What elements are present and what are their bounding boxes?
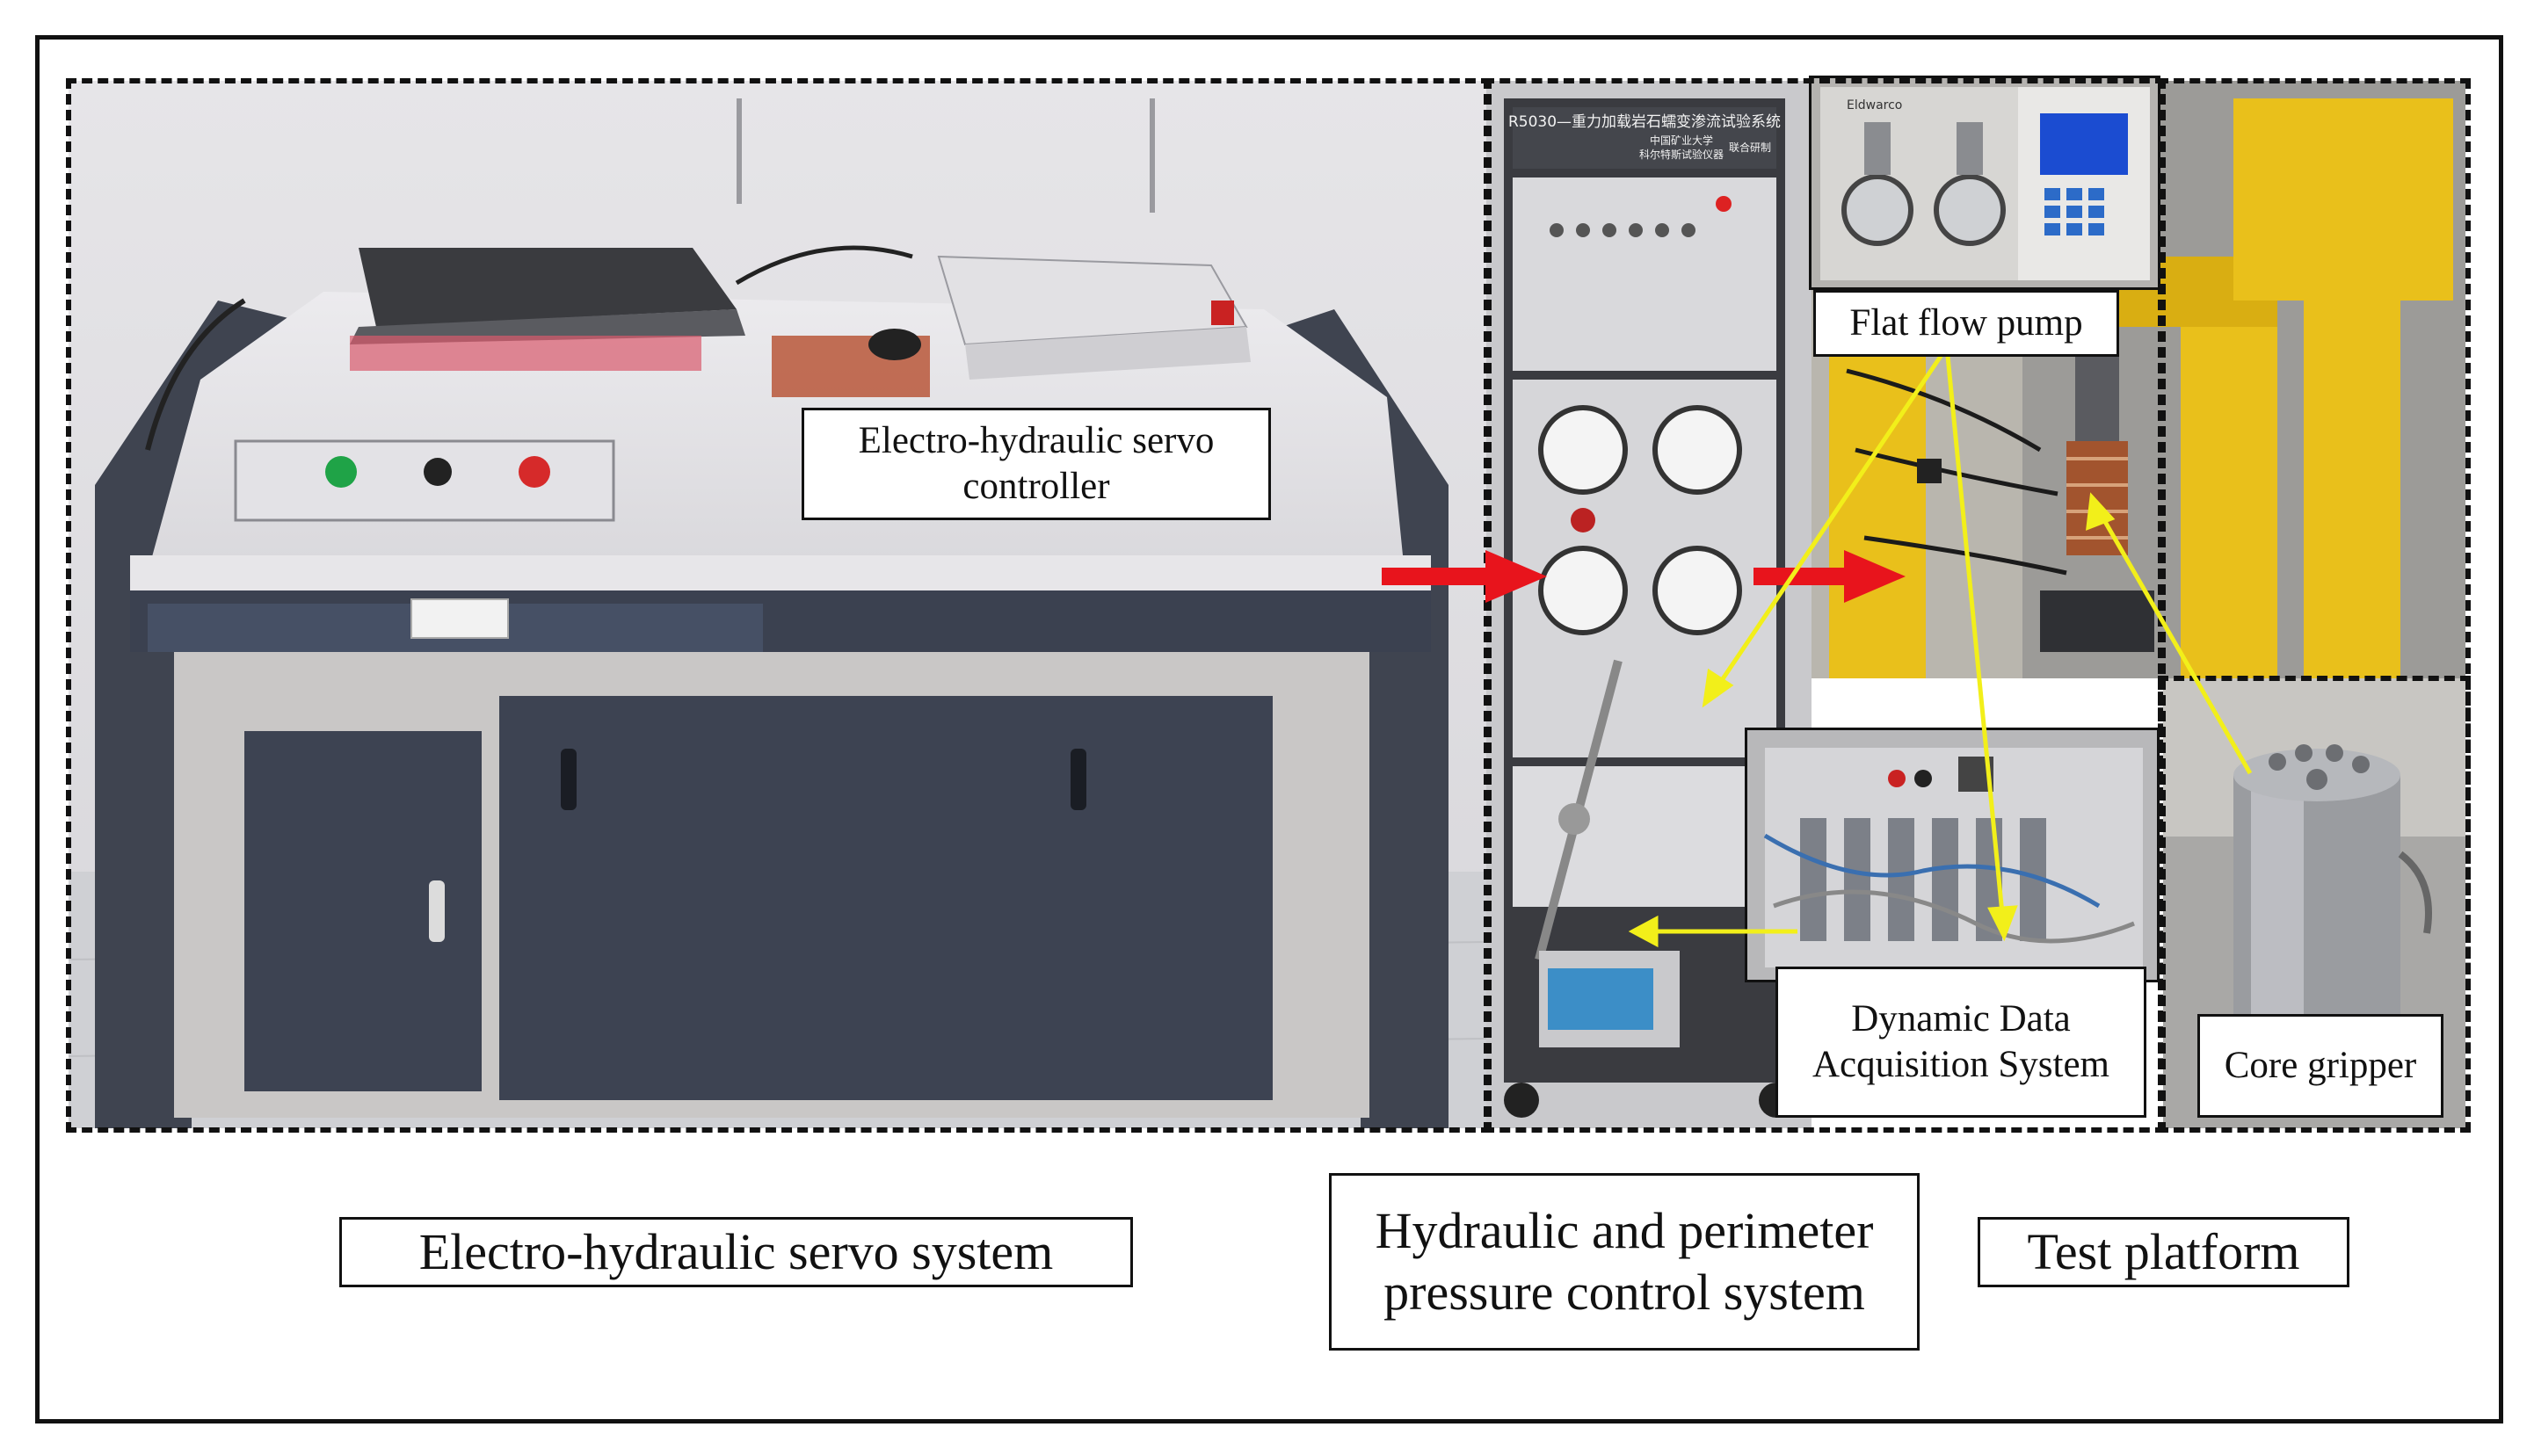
red-arrow-right [1753,550,1906,603]
region-hydraulic-system [1484,78,2166,1133]
label-hydraulic-system-line-2: pressure control system [1383,1264,1865,1321]
label-flat-flow-pump: Flat flow pump [1813,290,2119,357]
rack-org-2: 科尔特斯试验仪器 [1639,148,1724,161]
label-core-gripper-text: Core gripper [2224,1045,2417,1087]
rack-org-1: 中国矿业大学 [1650,134,1713,147]
label-electro-system-text: Electro-hydraulic servo system [418,1223,1054,1281]
label-core-gripper: Core gripper [2197,1014,2443,1118]
label-dynamic-data-line-1: Dynamic Data [1851,998,2071,1040]
pump-brand: Eldwarco [1847,98,1902,112]
label-dynamic-data: Dynamic Data Acquisition System [1775,967,2146,1118]
region-core-gripper [2158,676,2471,1133]
label-hydraulic-system: Hydraulic and perimeter pressure control… [1329,1173,1920,1351]
label-flat-flow-pump-text: Flat flow pump [1849,302,2083,344]
label-electro-system: Electro-hydraulic servo system [339,1217,1133,1287]
label-test-platform: Test platform [1978,1217,2349,1287]
pointer-pump-left [1716,345,1950,687]
rack-title: R5030—重力加载岩石蠕变渗流试验系统 [1508,113,1781,131]
pointer-pump-right [1944,346,2005,915]
photo-control-rack: R5030—重力加载岩石蠕变渗流试验系统 中国矿业大学 科尔特斯试验仪器 联合研… [1486,81,1812,1128]
label-servo-controller: Electro-hydraulic servo controller [802,408,1271,520]
figure-frame [35,35,2503,1423]
photo-data-acquisition [1745,728,2160,982]
label-servo-controller-line-2: controller [962,466,1110,507]
region-servo-system [66,78,1492,1133]
label-servo-controller-line-1: Electro-hydraulic servo [858,420,1215,462]
label-hydraulic-system-line-1: Hydraulic and perimeter [1375,1202,1874,1260]
label-test-platform-text: Test platform [2027,1223,2300,1281]
photo-flat-flow-pump: Eldwarco [1809,76,2160,290]
rack-org-3: 联合研制 [1729,141,1771,154]
red-arrow-left [1382,550,1547,603]
label-dynamic-data-line-2: Acquisition System [1812,1044,2110,1085]
pointer-core-gripper [2098,512,2253,775]
